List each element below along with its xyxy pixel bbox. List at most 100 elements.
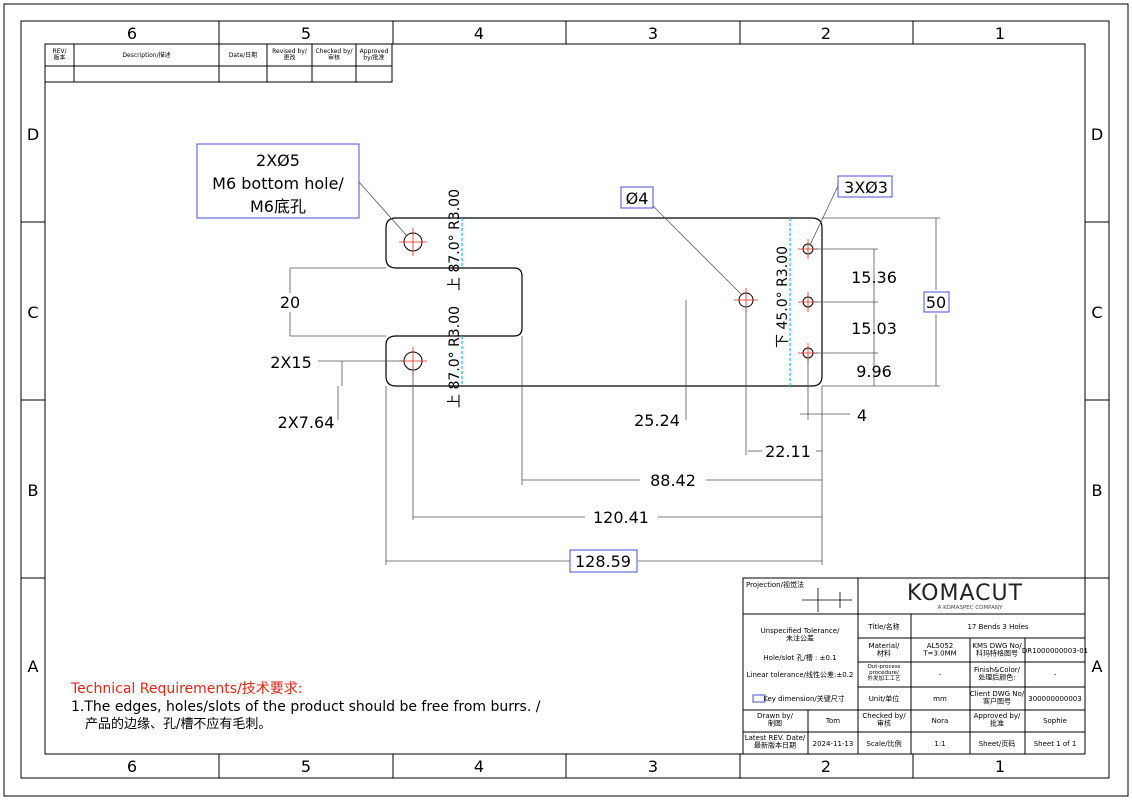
col-label: 3 [648,757,658,776]
bend-lines [461,218,791,386]
date-header: Date/日期 [229,51,257,59]
col-label: 1 [995,24,1005,43]
technical-requirements-title: Technical Requirements/技术要求: [71,681,303,697]
holes-note-callout: 2XØ5 M6 bottom hole/ M6底孔 [196,143,408,237]
material-label: Material/材料 [869,642,900,658]
dim-pitch-lower: 15.03 [851,319,897,338]
dim-pitch-upper: 15.36 [851,268,897,287]
dim-hole-x: 25.24 [634,411,680,430]
overall-length-key-box [569,549,638,573]
projection-label: Projection/视觉法 [746,580,804,589]
inner-frame [44,43,1086,755]
projection-symbol [802,588,852,612]
bend-label: 上 87.0° R3.00 [447,306,463,408]
kms-dwg-value: DR1000000003-01 [1022,647,1088,655]
checked-by-value: Nora [932,717,949,725]
dim-overall-length: 128.59 [575,552,631,571]
title-label: Title/名称 [867,622,899,631]
sheet-value: Sheet 1 of 1 [1034,740,1077,748]
dim-slot-length: 88.42 [650,471,696,490]
center-hole-callout: Ø4 [620,186,742,295]
dim-hole-to-right: 120.41 [593,508,649,527]
hole-slot-tolerance: Hole/slot 孔/槽 : ±0.1 [763,653,836,662]
revised-by-header: Revised by/更改 [272,48,308,62]
title-value: 17 Bends 3 Holes [967,623,1028,631]
row-label: D [27,125,39,144]
row-label: C [27,303,38,322]
holes-note-line: M6底孔 [250,197,306,216]
small-holes-label: 3XØ3 [844,178,888,197]
rev-header: REV/版本 [52,48,67,62]
holes-note-line: 2XØ5 [256,151,300,170]
row-label: D [1091,125,1103,144]
company-tagline: A KOMASPEC COMPANY [938,605,1003,611]
col-label: 2 [821,24,831,43]
linear-tolerance: Linear tolerance/线性公差:±0.2 [747,670,854,679]
unit-label: Unit/单位 [869,694,900,703]
dim-slot-depth: 2X15 [270,353,312,372]
approved-by-value: Sophie [1043,717,1067,725]
kms-dwg-label: KMS DWG No/科玛特格图号 [972,642,1022,658]
dim-bottom-offset: 9.96 [856,362,892,381]
technical-requirement-line: 产品的边缘、孔/槽不应有毛刺。 [85,717,272,732]
bend-label: 上 87.0° R3.00 [447,189,463,291]
col-label: 6 [127,757,137,776]
client-dwg-label: Client DWG No/客户图号 [970,690,1025,706]
technical-requirements: Technical Requirements/技术要求: 1.The edges… [71,680,540,734]
row-label: B [1092,481,1103,500]
dim-overall-height: 50 [926,293,946,312]
holes-note-line: M6 bottom hole/ [212,174,344,193]
col-label: 4 [474,24,484,43]
unit-value: mm [933,695,947,703]
dim-small-offset: 22.11 [765,442,811,461]
key-dimension-swatch [752,694,766,703]
latest-rev-value: 2024-11-13 [813,740,854,748]
sheet-label: Sheet/页码 [979,740,1016,748]
scale-label: Scale/比例 [866,739,901,748]
checked-by-label: Checked by/审核 [862,712,906,728]
dim-edge-offset-2x: 2X7.64 [278,413,335,432]
overall-height-key-box [923,291,950,313]
row-label: B [28,481,39,500]
drawn-by-label: Drawn by/制图 [757,712,794,728]
row-label: C [1091,303,1102,322]
col-label: 3 [648,24,658,43]
holes [403,232,814,371]
col-label: 1 [995,757,1005,776]
latest-rev-label: Latest REV. Date/最新版本日期 [745,734,806,750]
col-label: 6 [127,24,137,43]
col-label: 2 [821,757,831,776]
col-label: 4 [474,757,484,776]
dim-edge-offset: 4 [857,406,867,425]
finish-value: - [1054,671,1057,679]
row-label: A [28,657,39,676]
dimension-lines [289,217,940,565]
col-label: 5 [301,757,311,776]
client-dwg-value: 300000000003 [1028,695,1081,703]
bend-label: 下 45.0° R3.00 [775,246,791,348]
title-block [742,577,1086,755]
outer-frame [20,20,1110,779]
out-process-value: - [939,671,942,679]
approved-by-label: Approved by/批准 [974,712,1021,728]
small-holes-callout: 3XØ3 [809,175,893,246]
row-label: A [1092,657,1103,676]
revision-table: REV/版本 Description/描述 Date/日期 Revised by… [44,43,393,83]
scale-value: 1:1 [934,740,945,748]
checked-by-header: Checked by/审核 [315,48,353,62]
drawn-by-value: Tom [825,717,840,725]
finish-label: Finish&Color/处理后颜色: [974,666,1021,682]
key-dimension-label: Key dimension/关键尺寸 [763,694,845,703]
company-name: KOMACUT [907,581,1023,606]
col-label: 5 [301,24,311,43]
center-hole-label: Ø4 [626,189,649,208]
dim-slot-width: 20 [280,293,300,312]
technical-requirement-line: 1.The edges, holes/slots of the product … [71,699,541,715]
part-outline [385,217,823,387]
description-header: Description/描述 [122,51,170,59]
company-logo: KOMACUT A KOMASPEC COMPANY [907,581,1023,611]
